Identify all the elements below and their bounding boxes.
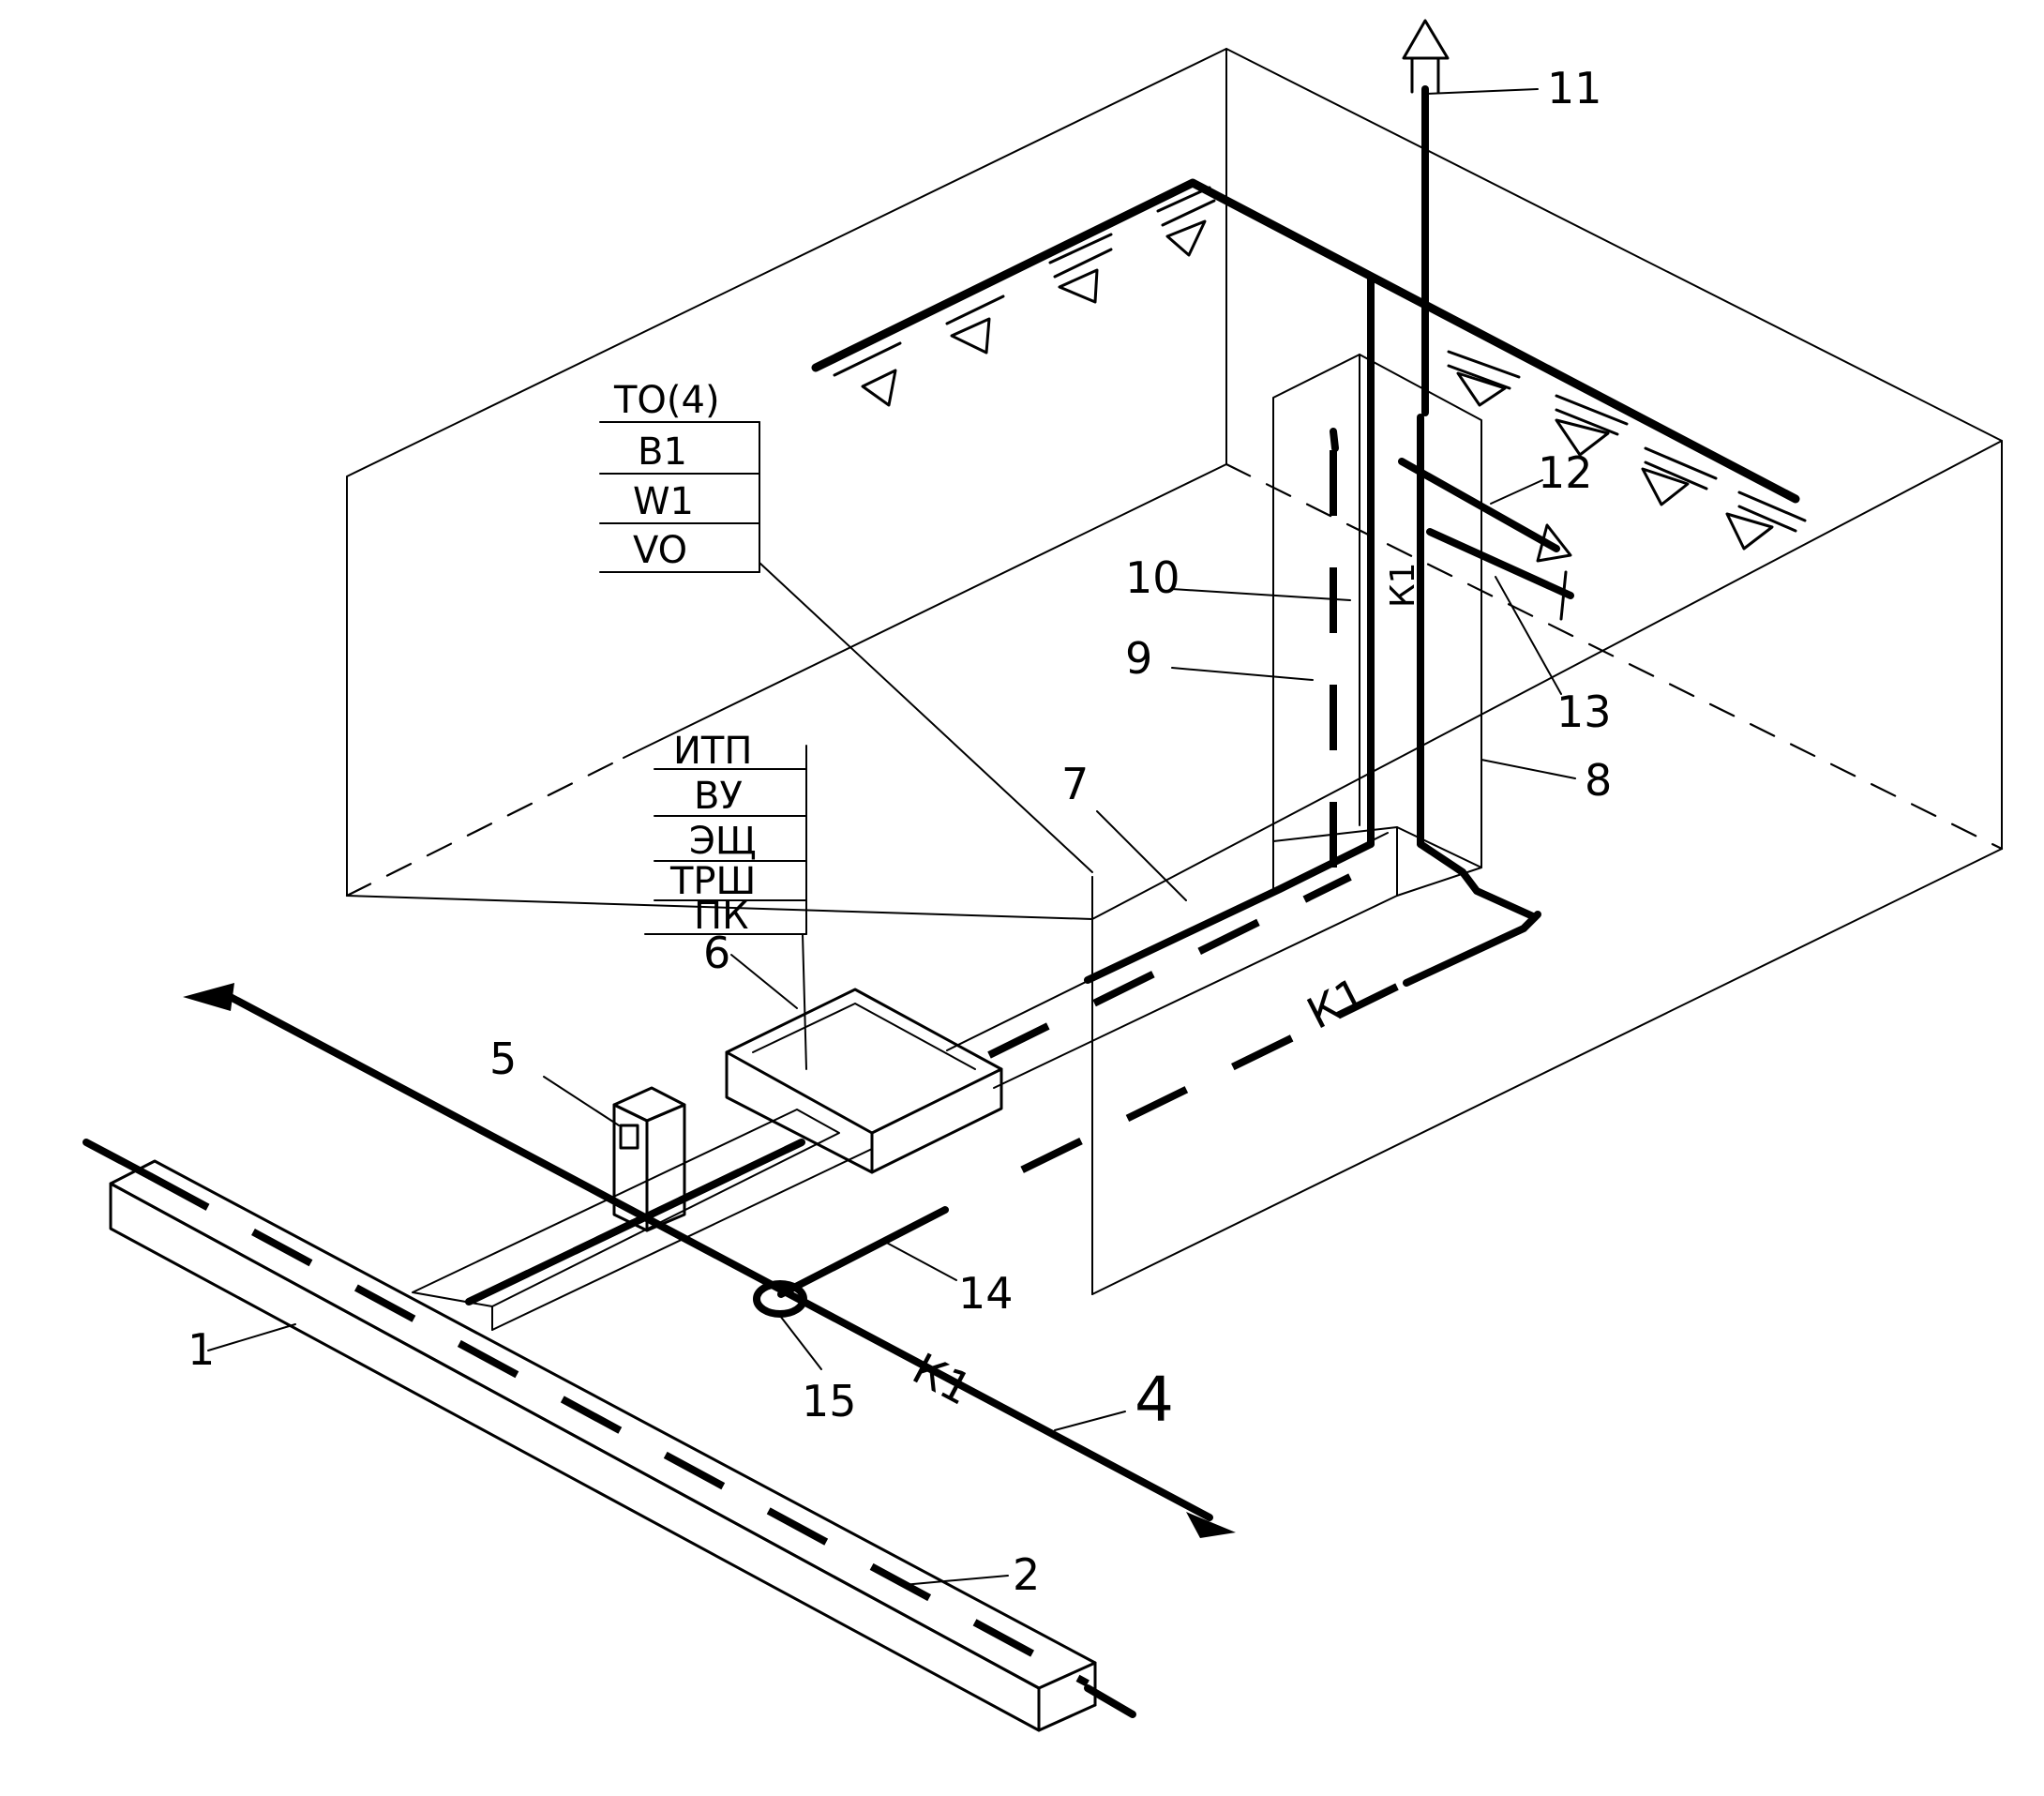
fixture-icon	[1447, 350, 1521, 407]
fixture-icon	[1725, 491, 1807, 551]
fixture-icon	[1048, 233, 1113, 304]
label-14: 14	[958, 1268, 1014, 1319]
label-k1-outdoor: К1	[905, 1343, 980, 1415]
fixture-icon	[823, 324, 902, 407]
callout-labels: 11 12 13 10 9 8 7 6 5 14 15 4 1 2 К1 К1 …	[188, 63, 1612, 1600]
ceiling-fixtures	[823, 186, 1807, 551]
room-table-row-3: W1	[633, 480, 694, 523]
building-outline	[345, 48, 2004, 1295]
main-trench	[83, 1139, 1136, 1732]
room-table: ТО(4) В1 W1 VO	[599, 379, 760, 573]
manhole	[753, 1280, 807, 1318]
label-k1-vertical: К1	[1384, 563, 1422, 608]
room-table-row-1: ТО(4)	[613, 379, 720, 422]
unit-table-row-5: ПК	[694, 895, 748, 938]
floor-duct	[946, 832, 1398, 1089]
cabinet	[612, 1086, 686, 1232]
label-8: 8	[1585, 755, 1612, 806]
fixture-icon	[1156, 186, 1216, 257]
floor-sewer-k1	[992, 911, 1541, 1187]
fixture-icon	[936, 277, 1005, 355]
unit-table-row-2: ВУ	[694, 775, 743, 818]
ceiling-pipe	[811, 178, 1800, 504]
fixture-icon	[1641, 446, 1718, 506]
label-7: 7	[1061, 759, 1089, 809]
riser-shaft	[1272, 354, 1482, 897]
label-4: 4	[1135, 1364, 1174, 1436]
riser-pipes	[1084, 19, 1574, 984]
room-table-row-4: VO	[633, 529, 687, 572]
fixture-icon	[1555, 394, 1629, 457]
label-13: 13	[1556, 687, 1612, 737]
label-2: 2	[1013, 1549, 1040, 1600]
label-k1-building: К1	[1299, 968, 1374, 1039]
inlet-duct	[412, 1109, 873, 1331]
label-12: 12	[1538, 447, 1593, 498]
unit-table: ИТП ВУ ЭЩ ТРШ ПК	[644, 730, 807, 938]
label-15: 15	[802, 1376, 857, 1426]
label-10: 10	[1125, 552, 1180, 603]
label-6: 6	[703, 928, 730, 978]
leader-lines	[207, 88, 1576, 1586]
room-table-row-2: В1	[638, 430, 687, 474]
unit-table-row-4: ТРШ	[669, 860, 756, 903]
label-5: 5	[489, 1034, 517, 1084]
unit-box	[725, 988, 1003, 1174]
branch-line	[777, 1206, 949, 1298]
outdoor-sewer-line	[183, 983, 1236, 1538]
label-11: 11	[1547, 63, 1602, 113]
label-1: 1	[188, 1324, 215, 1375]
label-9: 9	[1125, 633, 1152, 684]
unit-table-row-1: ИТП	[673, 730, 752, 773]
unit-table-row-3: ЭЩ	[689, 820, 757, 863]
